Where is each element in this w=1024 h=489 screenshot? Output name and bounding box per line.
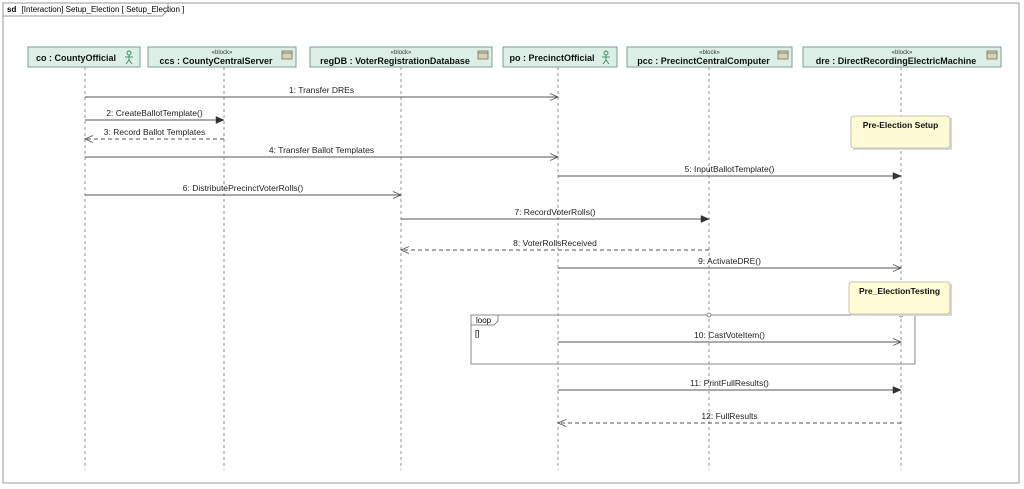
block-icon	[986, 50, 998, 60]
message-3[interactable]: 3: Record Ballot Templates	[83, 127, 224, 143]
message-arrowhead	[549, 93, 560, 101]
state-box	[850, 115, 951, 149]
lifeline-dre[interactable]: «block»dre : DirectRecordingElectricMach…	[802, 46, 1002, 470]
loop-fragment-box	[470, 314, 916, 365]
message-arrowhead	[392, 191, 403, 199]
lifeline-header-dre[interactable]	[802, 46, 1002, 68]
frame-title: [Interaction] Setup_Election [ Setup_Ele…	[22, 5, 185, 14]
message-arrowhead	[399, 246, 410, 254]
diagram-frame	[2, 2, 1020, 484]
message-label: 10: CastVoteItem()	[694, 330, 765, 340]
frame-tab	[2, 2, 169, 17]
message-arrowhead	[892, 264, 903, 272]
message-5[interactable]: 5: InputBallotTemplate()	[558, 164, 902, 180]
state-invariant-1[interactable]: Pre-Election Setup	[850, 115, 952, 150]
message-arrowhead	[892, 386, 902, 394]
loop-operator-tab	[470, 314, 499, 326]
message-12[interactable]: 12: FullResults	[556, 411, 901, 427]
lifeline-header-pcc[interactable]	[626, 46, 793, 68]
state-label: Pre-Election Setup	[863, 120, 939, 130]
lifeline-pcc[interactable]: «block»pcc : PrecinctCentralComputer	[626, 46, 793, 470]
lifelines: co : CountyOfficial«block»ccs : CountyCe…	[27, 46, 1002, 470]
lifeline-po[interactable]: po : PrecinctOfficial	[502, 46, 618, 470]
lifeline-label: ccs : CountyCentralServer	[159, 56, 273, 66]
message-6[interactable]: 6: DistributePrecinctVoterRolls()	[85, 183, 403, 199]
block-icon	[281, 50, 293, 60]
lifeline-ccs[interactable]: «block»ccs : CountyCentralServer	[147, 46, 297, 470]
lifeline-stereotype: «block»	[391, 50, 412, 56]
message-7[interactable]: 7: RecordVoterRolls()	[401, 207, 710, 223]
lifeline-stereotype: «block»	[892, 50, 913, 56]
lifeline-stereotype: «block»	[699, 50, 720, 56]
lifeline-co[interactable]: co : CountyOfficial	[27, 46, 141, 470]
lifeline-header-co[interactable]	[27, 46, 141, 68]
actor-icon	[602, 50, 610, 65]
message-label: 1: Transfer DREs	[289, 85, 354, 95]
message-arrowhead	[892, 338, 903, 346]
message-label: 2: CreateBallotTemplate()	[106, 108, 203, 118]
lifeline-label: regDB : VoterRegistrationDatabase	[320, 56, 470, 66]
message-label: 8: VoterRollsReceived	[513, 238, 597, 248]
lifeline-header-ccs[interactable]	[147, 46, 297, 68]
message-label: 11: PrintFullResults()	[690, 378, 769, 388]
lifeline-stereotype: «block»	[212, 50, 233, 56]
state-label: Pre_ElectionTesting	[859, 286, 940, 296]
message-arrowhead	[700, 215, 710, 223]
message-label: 12: FullResults	[701, 411, 757, 421]
lifeline-header-po[interactable]	[502, 46, 618, 68]
messages: 1: Transfer DREs 2: CreateBallotTemplate(…	[83, 85, 904, 427]
loop-fragment: loop []	[470, 314, 916, 365]
message-label: 4: Transfer Ballot Templates	[269, 145, 374, 155]
message-10[interactable]: 10: CastVoteItem()	[558, 330, 903, 346]
message-4[interactable]: 4: Transfer Ballot Templates	[85, 145, 560, 161]
message-arrowhead	[549, 153, 560, 161]
message-label: 3: Record Ballot Templates	[104, 127, 205, 137]
message-11[interactable]: 11: PrintFullResults()	[558, 378, 902, 394]
message-2[interactable]: 2: CreateBallotTemplate()	[85, 108, 225, 124]
message-label: 7: RecordVoterRolls()	[514, 207, 595, 217]
block-icon	[777, 50, 789, 60]
frame-keyword: sd	[7, 5, 16, 14]
block-icon	[477, 50, 489, 60]
message-label: 5: InputBallotTemplate()	[685, 164, 775, 174]
fragment-gate-marker	[706, 312, 712, 318]
lifeline-label: co : CountyOfficial	[36, 53, 116, 63]
message-arrowhead	[215, 116, 225, 124]
message-8[interactable]: 8: VoterRollsReceived	[399, 238, 709, 254]
message-label: 6: DistributePrecinctVoterRolls()	[183, 183, 304, 193]
message-arrowhead	[556, 419, 567, 427]
message-label: 9: ActivateDRE()	[698, 256, 761, 266]
actor-icon	[125, 50, 133, 65]
state-invariant-2[interactable]: Pre_ElectionTesting	[848, 281, 952, 316]
message-1[interactable]: 1: Transfer DREs	[85, 85, 560, 101]
message-9[interactable]: 9: ActivateDRE()	[558, 256, 903, 272]
state-box	[848, 281, 951, 315]
loop-operator: loop	[476, 316, 492, 325]
frame-label: sd [Interaction] Setup_Election [ Setup_…	[7, 5, 184, 14]
lifeline-label: po : PrecinctOfficial	[509, 53, 594, 63]
lifeline-label: pcc : PrecinctCentralComputer	[637, 56, 770, 66]
lifeline-header-regdb[interactable]	[309, 46, 493, 68]
lifeline-regdb[interactable]: «block»regDB : VoterRegistrationDatabase	[309, 46, 493, 470]
message-arrowhead	[892, 172, 902, 180]
lifeline-label: dre : DirectRecordingElectricMachine	[816, 56, 977, 66]
message-arrowhead	[83, 135, 94, 143]
loop-guard: []	[475, 329, 479, 338]
